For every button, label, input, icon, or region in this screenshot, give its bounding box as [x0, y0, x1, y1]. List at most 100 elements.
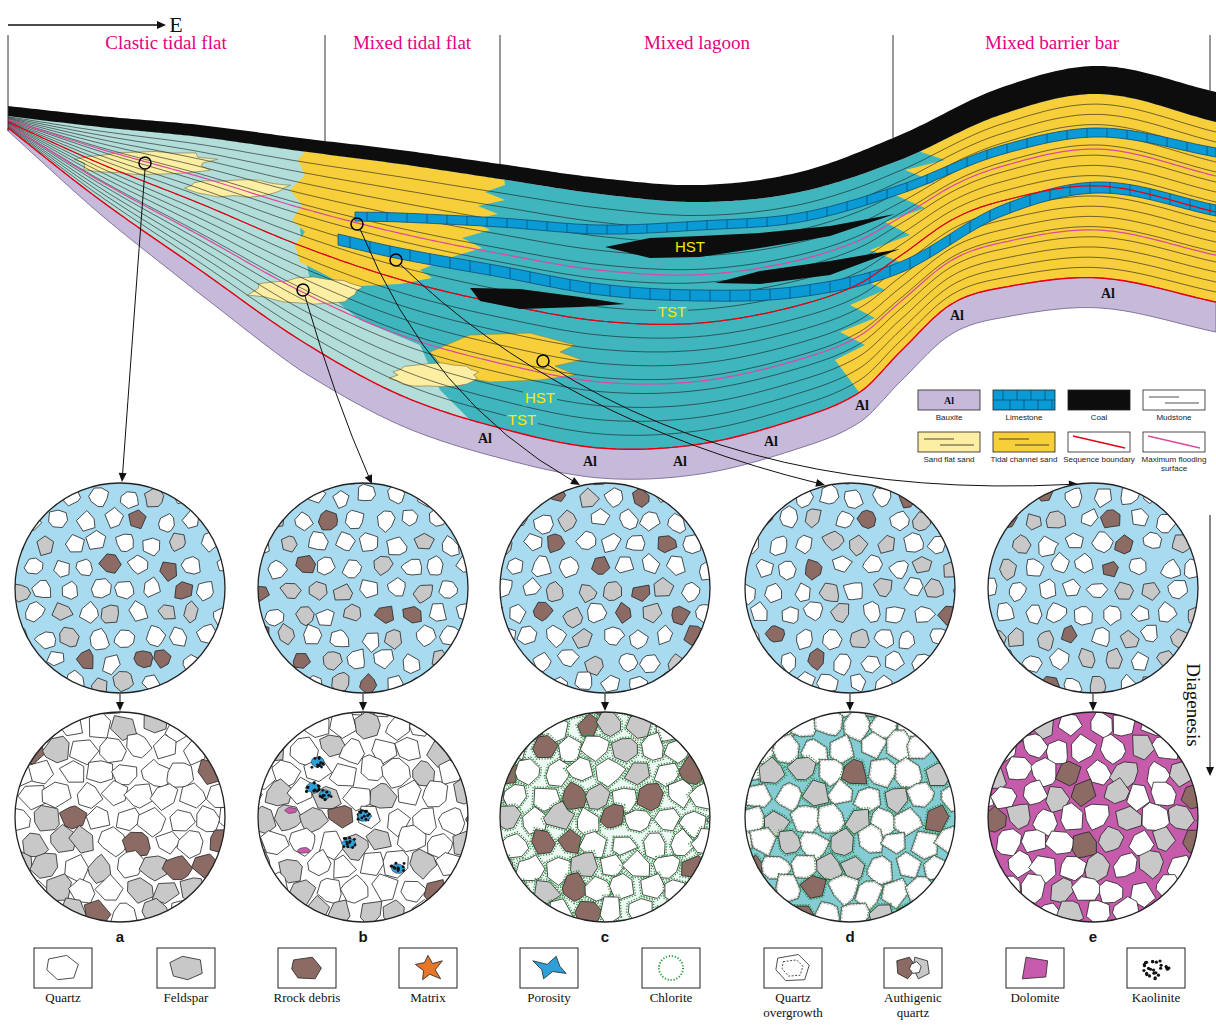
- feldspar-grain: [968, 830, 990, 860]
- kaolinite-sample: [1159, 967, 1162, 970]
- quartz-grain: [156, 831, 181, 854]
- lamination: [924, 439, 954, 440]
- quartz-grain: [882, 833, 904, 853]
- quartz-grain: [1092, 627, 1110, 646]
- rock-debris-grain: [1183, 830, 1209, 856]
- kaolinite: [342, 845, 345, 848]
- feldspar-grain: [885, 788, 908, 814]
- quartz-grain: [429, 509, 447, 527]
- quartz-grain: [450, 739, 474, 765]
- thin-section-outline: [500, 483, 710, 693]
- quartz-grain: [159, 514, 175, 533]
- legend-box: [884, 948, 942, 988]
- quartz-grain: [781, 653, 796, 674]
- quartz-grain: [510, 604, 526, 623]
- rock-debris-grain: [615, 602, 631, 623]
- quartz-grain: [524, 534, 542, 551]
- feldspar-grain: [269, 509, 284, 527]
- kaolinite-sample: [1153, 977, 1156, 980]
- quartz-grain: [559, 557, 579, 578]
- quartz-grain: [111, 903, 137, 931]
- quartz-grain: [605, 627, 625, 645]
- rock-debris-grain: [170, 678, 189, 696]
- thin-section: [0, 687, 245, 931]
- chlorite-rim: [815, 901, 841, 928]
- rock-debris-grain: [374, 606, 393, 623]
- rock-debris-grain: [684, 626, 702, 646]
- quartz-grain: [742, 535, 759, 554]
- quartz-grain: [533, 652, 551, 671]
- quartz-grain: [658, 625, 673, 645]
- pore: [357, 811, 371, 821]
- quartz-grain: [197, 806, 220, 832]
- zone-divider: [1210, 35, 1211, 91]
- limestone-joint: [447, 215, 448, 224]
- chlorite-rim: [861, 731, 888, 759]
- quartz-grain: [1132, 509, 1149, 526]
- feldspar-grain: [558, 510, 577, 532]
- sequence-boundary-sample: [1073, 436, 1125, 448]
- legend-sample: [1127, 948, 1185, 988]
- quartz-grain: [1141, 625, 1158, 642]
- rock-debris-grain: [403, 607, 422, 624]
- thin-section: [720, 689, 983, 933]
- maximum-flooding-surface: [8, 120, 1216, 276]
- quartz-grain: [129, 601, 148, 622]
- legend-swatch: [1068, 432, 1130, 452]
- quartz-grain: [401, 881, 427, 902]
- limestone-joint: [730, 290, 731, 301]
- feldspar-grain: [831, 604, 849, 623]
- quartz-grain: [90, 628, 109, 650]
- quartz-grain: [1143, 532, 1162, 548]
- feldspar-grain: [52, 603, 73, 621]
- quartz-grain: [601, 675, 620, 692]
- rock-debris-grain: [162, 856, 192, 880]
- chlorite-rim: [738, 854, 763, 884]
- legend-swatch: [993, 432, 1055, 452]
- quartz-grain: [842, 904, 870, 927]
- quartz-grain: [1039, 536, 1059, 557]
- legend-sample: [520, 948, 578, 988]
- limestone-joint: [547, 222, 548, 231]
- kaolinite: [363, 815, 366, 818]
- quartz-grain: [91, 579, 111, 598]
- lamination: [1165, 403, 1199, 404]
- limestone-joint: [387, 213, 388, 222]
- kaolinite: [348, 837, 351, 840]
- quartz-grain: [1161, 559, 1181, 578]
- feldspar-grain: [1168, 805, 1194, 830]
- quartz-grain: [1197, 805, 1216, 829]
- quartz-grain: [54, 560, 70, 577]
- feldspar-grain: [30, 853, 58, 878]
- feldspar-grain: [624, 763, 649, 785]
- quartz-grain: [1064, 679, 1082, 698]
- feldspar-grain: [101, 605, 119, 623]
- pore-space: [258, 712, 468, 922]
- quartz-grain: [1184, 559, 1203, 579]
- feldspar-grain: [822, 531, 844, 550]
- quartz-grain: [341, 875, 369, 903]
- feldspar-grain: [1026, 514, 1041, 530]
- chlorite-sample: [659, 956, 683, 980]
- quartz-grain: [1065, 533, 1083, 548]
- axis-label: Diagenesis: [1182, 663, 1204, 746]
- rock-debris-grain: [938, 606, 958, 625]
- coal-layer: [8, 66, 1216, 202]
- quartz-grain: [28, 760, 53, 784]
- feldspar-grain: [1106, 648, 1122, 668]
- quartz-grain: [792, 807, 822, 832]
- quartz-grain: [153, 734, 176, 759]
- rock-debris-grain: [857, 510, 876, 528]
- rock-debris-grain: [632, 585, 650, 601]
- quartz-grain: [682, 582, 700, 602]
- chlorite-rim: [513, 757, 541, 787]
- limestone-joint: [1110, 182, 1111, 193]
- quartz-grain: [588, 603, 607, 623]
- kaolinite-sample: [1152, 968, 1155, 971]
- quartz-grain: [779, 561, 797, 580]
- quartz-grain: [991, 787, 1017, 809]
- kaolinite-sample: [1144, 961, 1147, 964]
- feldspar-grain: [47, 874, 72, 901]
- limestone-joint: [1107, 128, 1108, 137]
- quartz-grain: [829, 876, 857, 905]
